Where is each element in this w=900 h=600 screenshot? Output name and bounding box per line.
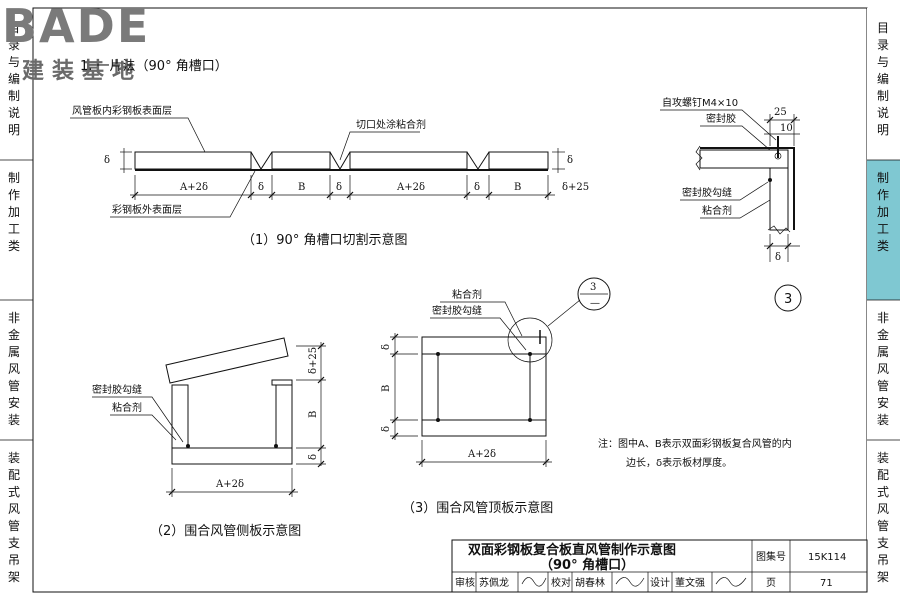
fig2-caption: （2）围合风管侧板示意图 [150,523,301,539]
fig1-dim-a2d-2: A+2δ [396,182,425,193]
fig3-callout-num: 3 [590,282,596,293]
left-strip-item-2: 非金属风管安装 [8,311,20,427]
review-label: 审核 [455,576,475,589]
fig1-dim-b-2: B [514,182,521,193]
fig1-dim-a2d-1: A+2δ [179,182,208,193]
left-strip-item-1: 制作加工类 [8,171,20,253]
detail3-callout: 3 [784,292,792,307]
detail3-label-sealant: 密封胶 [706,112,736,125]
sidebar-item-0[interactable]: 目录与编制说明 [877,21,889,137]
fig1-dim-d-3: δ [474,182,480,193]
page-number: 71 [820,578,833,589]
design-label: 设计 [650,576,670,589]
fig1-caption: （1）90° 角槽口切割示意图 [242,232,407,248]
detail3-label-glue: 粘合剂 [702,204,732,217]
fig3-top-panel: 3 — 粘合剂 密封胶勾缝 δ B δ A+2δ [381,277,611,516]
check-label: 校对 [551,576,571,589]
detail3-label-screw: 自攻螺钉M4×10 [662,96,738,109]
fig1-delta-right: δ [567,155,573,166]
note-line-2: 边长，δ表示板材厚度。 [626,456,732,469]
logo-brand: BADE [2,0,150,53]
fig3-dim-width: A+2δ [467,449,496,460]
fig1-label-cut-glue: 切口处涂粘合剂 [356,118,426,131]
fig3-dim-top: δ [381,344,392,350]
detail3-dim-25: 25 [774,107,787,118]
left-strip-item-0: 目录与编制说明 [8,21,20,137]
fig2-dim-width: A+2δ [215,479,244,490]
fig1-label-outer-surface: 彩钢板外表面层 [112,203,182,216]
fig1-dim-d-2: δ [336,182,342,193]
fig1-cut-diagram: δ δ A+2δ δ B δ [70,104,589,248]
fig2-dim-bottom: δ [308,454,319,460]
fig2-label-sealant: 密封胶勾缝 [92,383,142,396]
fig1-dim-d25: δ+25 [562,182,589,193]
fig2-side-panels: 密封胶勾缝 粘合剂 δ+25 B δ A+2δ （2）围合风管侧板示意图 [92,337,326,539]
design-signature [715,577,747,587]
fig3-label-glue: 粘合剂 [452,288,482,301]
fig1-dim-b-1: B [298,182,305,193]
left-strip-item-3: 装配式风管支吊架 [8,451,20,584]
review-signature [521,577,547,587]
fig3-dim-mid: B [381,385,392,392]
atlas-number: 15K114 [808,552,846,563]
review-name: 苏佩龙 [479,576,509,589]
title-line-1: 双面彩钢板复合板直风管制作示意图 [468,542,676,558]
check-name: 胡春林 [575,576,605,589]
title-line-2: （90° 角槽口） [540,557,634,573]
fig1-delta-left: δ [104,155,110,166]
detail3-dim-10: 10 [780,123,793,134]
sidebar-item-3[interactable]: 装配式风管支吊架 [877,451,889,584]
detail3-corner: 25 10 δ 自攻螺钉M4×10 密封胶 密封胶勾缝 粘合剂 3 [660,96,802,312]
logo-subtitle: 建装基地 [22,59,142,84]
detail3-dim-delta: δ [775,252,781,263]
fig3-caption: （3）围合风管顶板示意图 [402,500,553,516]
page-label: 页 [766,577,776,589]
logo: BADE 建装基地 [2,0,150,84]
note-line-1: 注：图中A、B表示双面彩钢板复合风管的内 [598,437,792,450]
sidebar-item-2[interactable]: 非金属风管安装 [877,311,889,427]
title-block: 双面彩钢板复合板直风管制作示意图 （90° 角槽口） 图集号 15K114 页 … [451,539,868,593]
atlas-label: 图集号 [756,550,786,563]
fig3-label-sealant: 密封胶勾缝 [432,304,482,317]
sidebar-item-1[interactable]: 制作加工类 [877,171,889,253]
section-heading: 1. 一片法（90° 角槽口） [80,59,228,74]
fig1-dim-d-1: δ [258,182,264,193]
fig1-label-inner-surface: 风管板内彩钢板表面层 [72,104,172,117]
check-signature [615,577,645,587]
detail3-label-sealant-joint: 密封胶勾缝 [682,186,732,199]
fig3-dim-bottom: δ [381,426,392,432]
fig2-dim-top: δ+25 [308,347,319,374]
fig3-callout-sub: — [590,298,600,309]
fig2-dim-mid: B [308,411,319,418]
design-name: 董文强 [675,576,705,589]
sidebar-active-bg [867,160,900,300]
fig2-label-glue: 粘合剂 [112,401,142,414]
